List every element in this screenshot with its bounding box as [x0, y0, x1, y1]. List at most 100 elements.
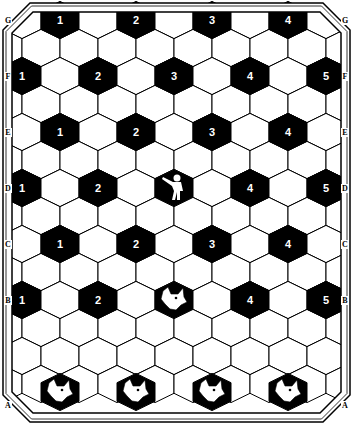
row-letter: C — [4, 240, 12, 249]
black-hex — [41, 373, 79, 410]
hex-fill — [41, 225, 79, 262]
row-letter: B — [341, 296, 348, 305]
black-hex — [0, 113, 3, 150]
cell-number: 4 — [269, 225, 307, 250]
numbered-hex: 4 — [231, 281, 269, 319]
numbered-hex: 1 — [41, 225, 79, 263]
cell-number: 1 — [41, 113, 79, 138]
white-hex — [345, 337, 353, 374]
wolf-piece — [123, 379, 149, 402]
row-letter: E — [4, 128, 11, 137]
hex-fill — [269, 225, 307, 262]
row-letter: C — [341, 240, 349, 249]
hex-fill — [231, 57, 269, 94]
cell-number: 3 — [155, 57, 193, 82]
cell-number: 4 — [231, 169, 269, 194]
cell-number: 2 — [117, 1, 155, 26]
hex-fill — [307, 57, 345, 94]
black-hex — [193, 373, 231, 410]
hex-cells — [0, 1, 353, 410]
hex-fill — [193, 225, 231, 262]
numbered-hex: 2 — [79, 169, 117, 207]
hex-fill — [117, 225, 155, 262]
row-letter: E — [341, 128, 348, 137]
cell-number: 1 — [41, 1, 79, 26]
hex-fill — [193, 113, 231, 150]
numbered-hex: 2 — [117, 1, 155, 39]
cell-number: 4 — [269, 1, 307, 26]
row-letter: A — [4, 401, 12, 410]
wolf-eye — [137, 389, 140, 392]
numbered-hex: 4 — [269, 113, 307, 151]
frame-inner-line — [12, 12, 341, 413]
cell-number: 5 — [307, 281, 345, 306]
hex-fill — [117, 113, 155, 150]
wolf-piece — [47, 379, 73, 402]
wolf-eye — [289, 389, 292, 392]
row-letter: D — [4, 184, 12, 193]
cell-number: 2 — [117, 225, 155, 250]
game-pieces — [47, 175, 301, 403]
numbered-hex: 5 — [307, 169, 345, 207]
wolf-eye — [61, 389, 64, 392]
hex-fill — [41, 113, 79, 150]
cell-number: 5 — [307, 57, 345, 82]
frame-outer-line — [3, 3, 350, 422]
hunter-body — [162, 177, 183, 200]
row-letter: G — [341, 16, 349, 25]
hunter-head — [174, 175, 181, 182]
cell-number: 3 — [193, 1, 231, 26]
row-letter: A — [341, 401, 349, 410]
white-hex — [0, 337, 3, 374]
numbered-hex: 4 — [269, 225, 307, 263]
cell-number: 2 — [79, 281, 117, 306]
white-hex — [326, 365, 353, 402]
numbered-hex: 2 — [79, 281, 117, 319]
cell-number: 2 — [79, 169, 117, 194]
hex-fill — [231, 169, 269, 206]
row-letter: G — [4, 16, 12, 25]
hex-fill — [3, 57, 41, 94]
wolf-eye — [213, 389, 216, 392]
numbered-hex: 2 — [79, 57, 117, 95]
cell-number: 4 — [231, 57, 269, 82]
cell-number: 4 — [269, 113, 307, 138]
numbered-hex: 5 — [307, 57, 345, 95]
black-hex — [269, 373, 307, 410]
cell-number: 1 — [41, 225, 79, 250]
hex-fill — [79, 169, 117, 206]
wolf-piece — [275, 379, 301, 402]
black-hex — [0, 1, 3, 38]
hex-fill — [79, 281, 117, 318]
numbered-hex: 3 — [193, 225, 231, 263]
numbered-hex: 3 — [155, 57, 193, 95]
row-letter: F — [5, 72, 12, 81]
hex-fill — [269, 113, 307, 150]
hex-fill — [3, 169, 41, 206]
hex-fill — [193, 1, 231, 38]
numbered-hex: 2 — [117, 113, 155, 151]
hex-fill — [41, 1, 79, 38]
white-hex — [0, 365, 22, 402]
numbered-hex: 1 — [41, 113, 79, 151]
cell-number: 2 — [117, 113, 155, 138]
black-hex — [0, 225, 3, 262]
numbered-hex: 4 — [269, 1, 307, 39]
cell-number: 3 — [193, 225, 231, 250]
numbered-hex: 3 — [193, 113, 231, 151]
hex-fill — [79, 57, 117, 94]
wolf-eye — [175, 297, 178, 300]
hex-fill — [231, 281, 269, 318]
frame-band — [3, 3, 350, 422]
numbered-hex: 2 — [117, 225, 155, 263]
cell-number: 5 — [307, 169, 345, 194]
hex-fill — [307, 281, 345, 318]
row-letter: B — [4, 296, 11, 305]
numbered-hex: 5 — [307, 281, 345, 319]
wolf-piece — [161, 287, 187, 310]
cell-number: 3 — [193, 113, 231, 138]
cell-number: 4 — [231, 281, 269, 306]
numbered-hex: 4 — [231, 169, 269, 207]
row-letter: D — [341, 184, 349, 193]
